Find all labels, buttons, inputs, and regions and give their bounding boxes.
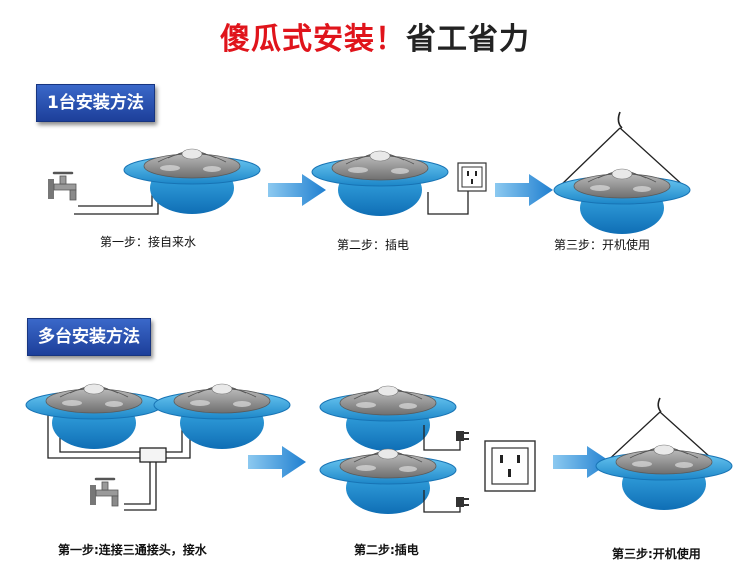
multi-step3-label: 第三步:开机使用 (612, 547, 701, 561)
arrow-right-icon (248, 446, 306, 478)
multi-install-heading: 多台安装方法 (27, 318, 151, 356)
air-cooler-device-icon (595, 444, 733, 511)
air-cooler-device-icon (123, 148, 261, 215)
air-cooler-device-icon (553, 168, 691, 235)
plug-icon (456, 431, 469, 441)
multi-power-outlet (484, 440, 536, 492)
air-cooler-device-icon (153, 383, 291, 450)
faucet-icon (88, 477, 120, 508)
arrow-right-icon (268, 174, 326, 206)
multi-step2-label: 第二步:插电 (354, 543, 419, 557)
plug-icon (456, 497, 469, 507)
air-cooler-device-icon (319, 448, 457, 515)
faucet-icon (46, 171, 78, 202)
multi-step2-illustration (319, 385, 469, 515)
single-step1-label: 第一步：接自来水 (100, 235, 197, 249)
arrow-right-icon (495, 174, 553, 206)
title-rest: 省工省力 (406, 22, 530, 57)
multi-step3-illustration (595, 397, 733, 511)
multi-step1-illustration (25, 383, 291, 511)
air-cooler-device-icon (319, 385, 457, 452)
single-step2-illustration (311, 150, 487, 217)
single-step2-label: 第二步：插电 (337, 238, 410, 252)
multi-step1-label: 第一步:连接三通接头，接水 (58, 543, 207, 557)
title-highlight: 傻瓜式安装！ (220, 22, 406, 57)
air-cooler-device-icon (25, 383, 163, 450)
page-title: 傻瓜式安装！省工省力 (0, 14, 750, 58)
single-step3-illustration (553, 111, 691, 235)
single-step1-illustration (46, 148, 261, 215)
power-outlet-icon (484, 440, 536, 492)
single-step3-label: 第三步：开机使用 (554, 238, 651, 252)
single-install-heading: 1台安装方法 (36, 84, 155, 122)
tee-connector-icon (139, 447, 167, 463)
power-outlet-icon (457, 162, 487, 192)
